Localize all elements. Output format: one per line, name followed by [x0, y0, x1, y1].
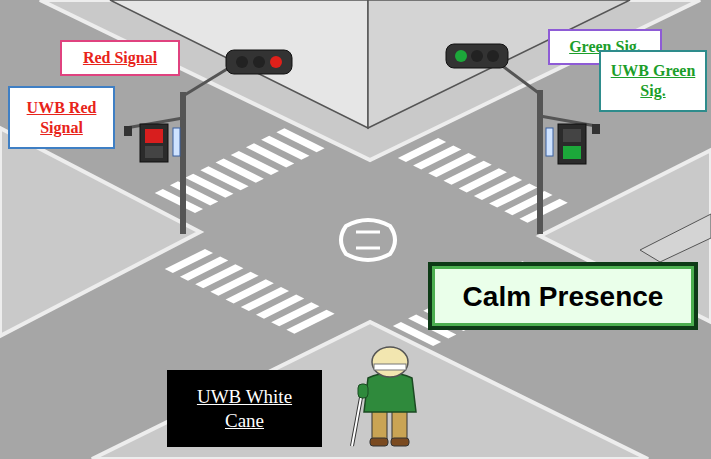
uwb-signal-label: UWB Green Sig.	[599, 50, 707, 112]
crosswalk	[165, 249, 335, 334]
device-label: UWB White Cane	[167, 370, 322, 447]
label-text: UWB Green Sig.	[607, 61, 699, 101]
sidewalk	[92, 322, 648, 459]
traffic-signal	[124, 50, 292, 234]
traffic-signal	[446, 44, 600, 234]
label-text: Red Signal	[83, 48, 157, 68]
uwb-signal-label: UWB Red Signal	[8, 86, 115, 149]
label-text: UWB Red Signal	[16, 98, 107, 138]
label-text: Calm Presence	[463, 279, 664, 314]
sidewalk	[0, 128, 200, 336]
concept-box: Calm Presence	[428, 262, 698, 330]
label-text: UWB White Cane	[177, 385, 312, 433]
signal-label: Red Signal	[60, 40, 180, 76]
building	[640, 214, 711, 262]
center-marking	[341, 220, 395, 260]
pedestrian	[352, 347, 416, 446]
